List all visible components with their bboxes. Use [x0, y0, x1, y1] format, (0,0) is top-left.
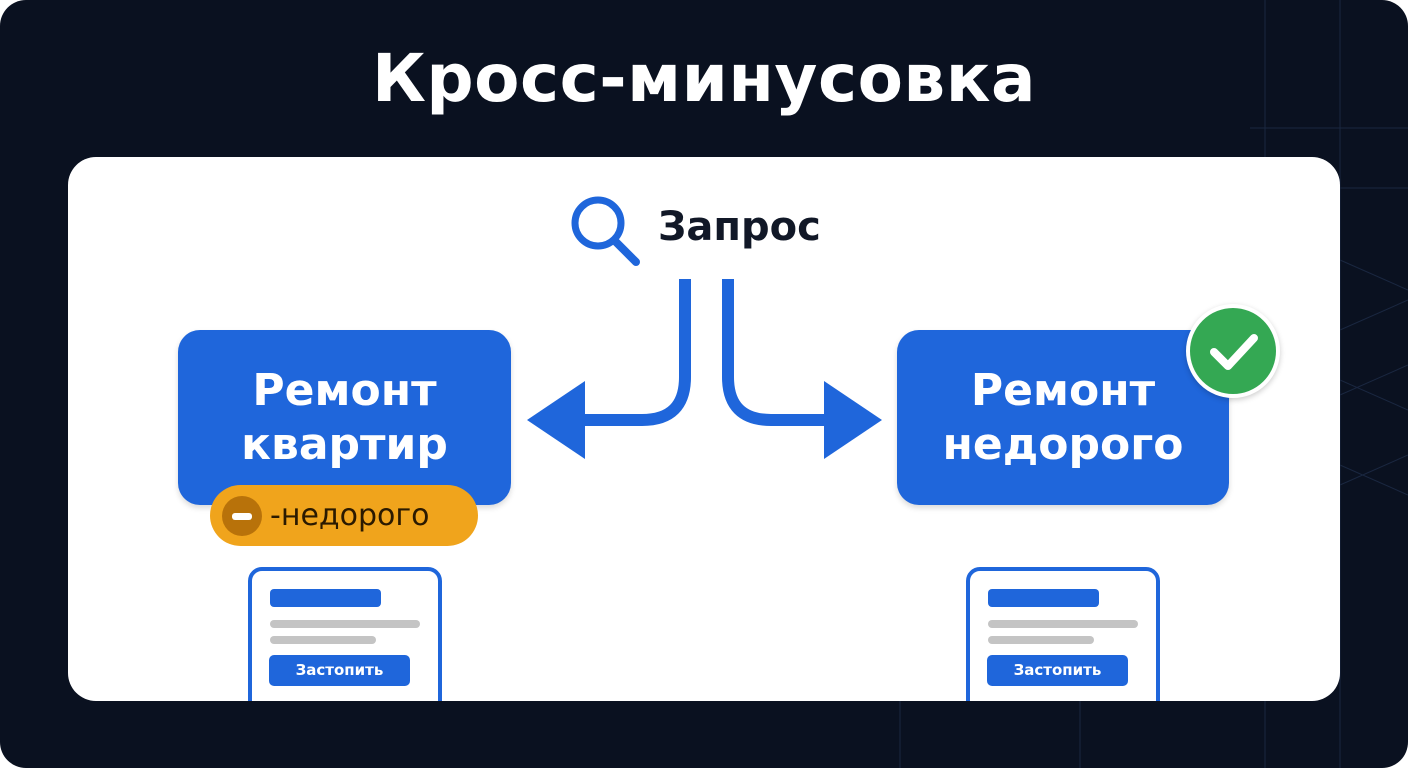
ad-title-bar — [988, 589, 1099, 607]
left-line1: Ремонт — [252, 364, 437, 416]
right-ad-card: Застопить — [966, 567, 1160, 701]
right-campaign-box: Ремонт недорого — [897, 330, 1229, 505]
left-ad-card: Застопить — [248, 567, 442, 701]
ad-text-line — [270, 620, 420, 628]
left-arrowhead — [527, 381, 585, 459]
page-title: Кросс-минусовка — [371, 40, 1037, 117]
flow-arrows — [527, 196, 882, 459]
minus-icon — [222, 495, 262, 536]
stop-button[interactable]: Застопить — [987, 655, 1128, 686]
stop-button[interactable]: Застопить — [269, 655, 410, 686]
left-line2: квартир — [241, 418, 448, 470]
ad-text-line — [988, 636, 1094, 644]
left-arrow-line — [568, 279, 691, 426]
search-icon — [571, 196, 640, 266]
negative-keyword: -недорого — [270, 498, 430, 533]
ad-text-line — [988, 620, 1138, 628]
diagram-panel: Запрос Ремонт квартир -недорого Ремонт н… — [68, 157, 1340, 701]
ad-text-line — [270, 636, 376, 644]
check-icon — [1186, 304, 1280, 398]
right-arrow-line — [722, 279, 845, 426]
left-campaign-box: Ремонт квартир — [178, 330, 511, 505]
right-arrowhead — [824, 381, 882, 459]
ad-title-bar — [270, 589, 381, 607]
query-label: Запрос — [658, 204, 821, 250]
negative-keyword-badge: -недорого — [210, 485, 478, 546]
right-line2: недорого — [942, 418, 1184, 470]
right-line1: Ремонт — [970, 364, 1156, 416]
